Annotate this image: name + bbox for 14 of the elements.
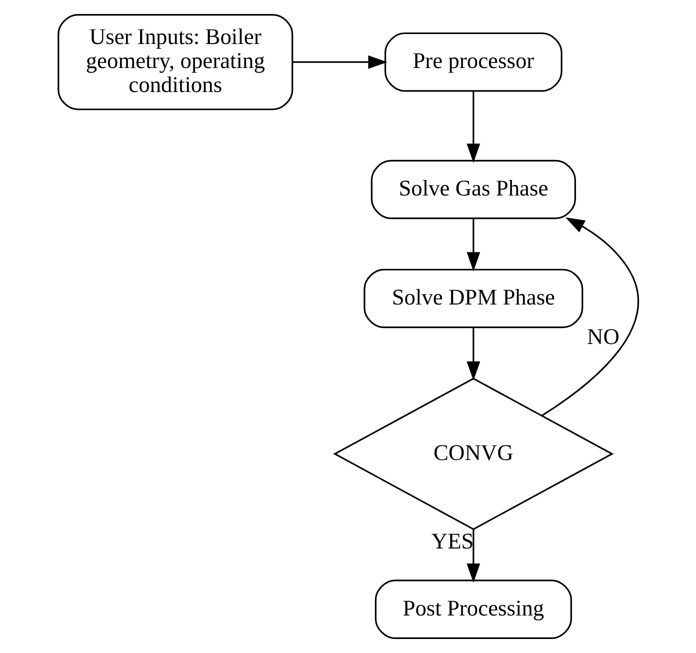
arrow (466, 91, 480, 163)
node-diamond: CONVG (332, 378, 614, 530)
node-box: Solve DPM Phase (363, 268, 583, 328)
edge-label: NO (586, 324, 619, 349)
node-box: Solve Gas Phase (370, 160, 576, 220)
arrow (541, 217, 638, 416)
node-box: Post Processing (374, 580, 572, 639)
arrow (292, 55, 387, 69)
arrow (466, 328, 480, 381)
arrow (466, 529, 480, 583)
edge-label: YES (430, 528, 474, 554)
node-box: User Inputs: Boiler geometry, operating conditions (57, 14, 293, 110)
arrow (466, 218, 480, 272)
node-box: Pre processor (384, 32, 562, 92)
